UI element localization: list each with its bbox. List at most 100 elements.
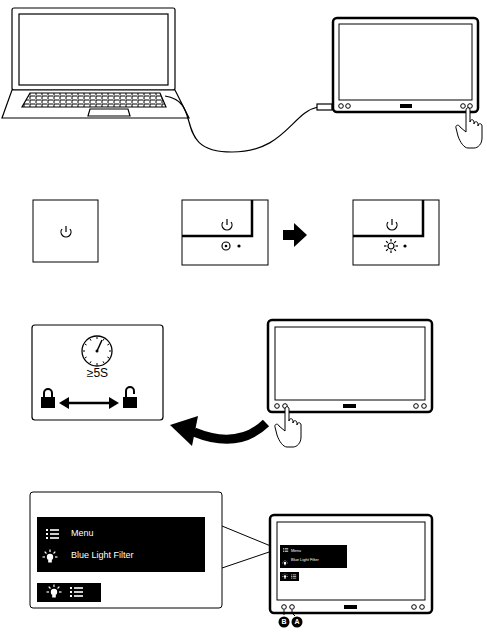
monitor-corner (182, 200, 268, 265)
portable-monitor (275, 327, 425, 400)
lock-panel (85, 344, 87, 345)
osd-menu (43, 556, 46, 557)
laptop (22, 93, 166, 107)
portable-monitor (400, 104, 412, 108)
osd-menu (49, 550, 50, 553)
osd-menu (70, 587, 72, 589)
monitor-corner (394, 249, 396, 251)
osd-menu (37, 583, 101, 602)
portable-monitor (268, 320, 432, 412)
curved-arrow (194, 423, 266, 439)
lock-panel: ≥5S (32, 325, 163, 420)
osd-menu (291, 574, 293, 576)
osd-menu (59, 591, 62, 592)
lock-panel (103, 361, 104, 363)
power-button-panel (33, 200, 98, 262)
callout-letter: A (292, 617, 303, 628)
osd-menu (280, 545, 347, 568)
callout (30, 492, 278, 608)
osd-menu (293, 577, 297, 579)
osd-menu (50, 537, 59, 539)
monitor-corner (222, 242, 230, 250)
hand (456, 108, 482, 148)
osd-menu (285, 548, 289, 550)
osd-menu (283, 548, 285, 550)
osd-menu (46, 529, 48, 531)
hand (456, 108, 482, 148)
osd-menu (47, 591, 50, 592)
usb-cable (165, 96, 318, 152)
monitor-corner (353, 200, 439, 265)
osd-menu (70, 591, 72, 593)
lock-panel (83, 351, 85, 352)
osd-menu (282, 560, 284, 562)
portable-monitor (290, 605, 295, 610)
osd-menu (46, 533, 48, 535)
osd-menu (50, 533, 59, 535)
power-button-panel (33, 200, 98, 262)
osd-menu (46, 537, 48, 539)
osd-menu (291, 575, 296, 579)
power-button-panel (61, 226, 71, 237)
monitor-corner (222, 219, 232, 230)
lock-panel (97, 340, 102, 351)
osd-menu (282, 574, 288, 579)
osd-menu (282, 574, 284, 576)
portable-monitor (461, 104, 466, 109)
osd-menu (45, 552, 47, 554)
osd-menu (282, 576, 283, 577)
osd-menu (54, 552, 56, 554)
unlock-icon (126, 387, 134, 397)
label-text: Blue Light Filter (291, 558, 319, 562)
monitor-corner (390, 239, 391, 242)
monitor-corner (386, 249, 388, 251)
lock-icon (44, 389, 52, 397)
callout-letter: A (294, 618, 299, 626)
osd-menu (291, 577, 293, 579)
leader-line (292, 610, 295, 616)
portable-monitor (339, 24, 472, 100)
double-arrow (109, 397, 119, 409)
lock-panel (97, 337, 98, 339)
osd-menu (46, 529, 59, 539)
callout-circle (279, 617, 303, 628)
monitor-corner (388, 243, 394, 249)
leader-line (284, 610, 285, 615)
usb-cable (165, 96, 332, 152)
monitor-corner (396, 245, 399, 246)
label-text: ≥5S (87, 367, 108, 380)
osd-menu (70, 587, 83, 597)
osd-menu (47, 554, 53, 560)
monitor-corner (384, 239, 398, 253)
osd-menu (285, 560, 286, 561)
osd-menu (286, 574, 288, 576)
osd-menu (74, 595, 83, 597)
osd-menu (74, 587, 83, 589)
monitor-corner (384, 245, 387, 246)
osd-menu (293, 574, 297, 576)
laptop (2, 8, 189, 118)
lock-panel (90, 339, 91, 341)
osd-menu (52, 595, 56, 598)
osd-menu (74, 591, 83, 593)
monitor-corner (403, 244, 406, 247)
osd-menu (50, 529, 59, 531)
osd-menu (287, 563, 288, 564)
osd-menu (287, 576, 288, 577)
label-text: Menu (291, 549, 301, 553)
monitor-corner (386, 241, 388, 243)
osd-menu-box: MenuBlue Light Filter (37, 517, 205, 572)
callout (30, 492, 222, 608)
osd-menu (53, 585, 54, 588)
osd-menu (284, 578, 285, 579)
lock-panel (32, 325, 163, 420)
lock-icon (41, 389, 55, 408)
double-arrow (59, 397, 119, 409)
osd-menu (280, 572, 299, 581)
laptop (88, 109, 130, 116)
osd-menu (55, 556, 58, 557)
unlock-icon (123, 387, 137, 408)
lock-icon (41, 397, 55, 408)
portable-monitor (275, 404, 280, 409)
callout-circle (279, 617, 290, 628)
